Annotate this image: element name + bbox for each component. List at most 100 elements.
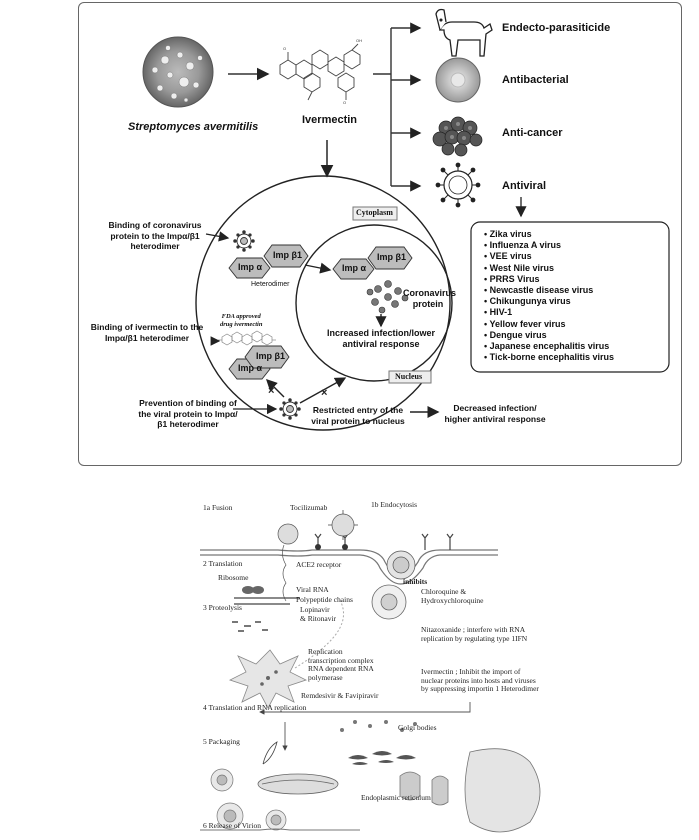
nitazoxanide-note: Nitazoxanide ; interfere with RNA replic… (421, 625, 528, 643)
ivermectin-label: Ivermectin (302, 114, 358, 126)
cancer-cells-icon (432, 116, 483, 157)
virus-item: • West Nile virus (484, 262, 555, 273)
fusion-label: 1a Fusion (203, 503, 233, 512)
ivermectin-structure-icon (279, 43, 361, 101)
use-endecto-parasiticide: Endecto-parasiticide (502, 22, 611, 34)
virus-item: • Yellow fever virus (484, 318, 566, 329)
cytoplasm-label: Cytoplasm (356, 208, 393, 217)
endosome (371, 584, 407, 620)
binding-ivermectin-label: Binding of ivermectin to the Impα/β1 het… (90, 322, 204, 343)
replication-link (294, 599, 344, 669)
polypeptide-label: Polypeptide chains (296, 595, 353, 604)
virus-particle-top (233, 230, 255, 252)
ribosome-label: Ribosome (218, 573, 249, 582)
svg-text:O: O (343, 100, 346, 105)
remdesivir-label: Remdesivir & Favipiravir (301, 691, 379, 700)
golgi-bodies (348, 751, 416, 765)
use-antibacterial: Antibacterial (502, 74, 569, 86)
chloroquine-line-1: Chloroquine & (421, 587, 467, 596)
fda-line-2: drug ivermectin (220, 320, 263, 328)
ace2-receptors (314, 533, 454, 550)
heterodimer-top (228, 244, 309, 279)
nucleus-label-box (388, 370, 432, 384)
endocytosis-label: 1b Endocytosis (371, 500, 418, 509)
coronavirus-protein-label: Coronavirus protein (403, 288, 457, 309)
golgi-vesicles (340, 720, 417, 732)
viral-rna-label: Viral RNA (296, 585, 329, 594)
svg-text:×: × (268, 385, 274, 397)
replication-line-4: polymerase (308, 672, 343, 682)
fda-line-1: FDA approved (221, 313, 261, 320)
virus-particle-bottom (279, 398, 301, 420)
use-antiviral: Antiviral (502, 180, 547, 192)
svg-text:OH: OH (356, 38, 362, 43)
virion-endocytosis (328, 510, 358, 540)
fda-approved-label: FDA approved drug ivermectin (220, 313, 262, 328)
tocilizumab-label: Tocilizumab (290, 503, 328, 512)
decreased-infection-label: Decreased infection/ higher antiviral re… (444, 403, 546, 424)
lopinavir-line-2: & Ritonavir (300, 613, 337, 623)
coronavirus-protein-beads (366, 280, 409, 314)
polypeptide-lines (234, 597, 300, 605)
streptomyces-label: Streptomyces avermitilis (128, 121, 259, 133)
virus-icon (435, 162, 481, 208)
heterodimer-nucleus (332, 246, 413, 280)
imp-alpha-top: Imp α (238, 262, 263, 272)
nucleus-membrane (295, 224, 453, 382)
replication-line-1: Replication (308, 647, 343, 656)
virus-item: • Influenza A virus (484, 240, 562, 251)
bottom-diagram-svg (200, 510, 541, 833)
virus-item: • VEE virus (484, 251, 532, 262)
virus-item: • Chikungunya virus (484, 296, 571, 307)
use-anti-cancer: Anti-cancer (502, 127, 563, 139)
cell-membrane (195, 175, 451, 431)
heterodimer-bottom (228, 345, 290, 380)
translation-label: 2 Translation (203, 559, 243, 568)
nucleus-label: Nucleus (395, 372, 423, 381)
imp-beta-nucleus: Imp β1 (377, 252, 406, 262)
replication-line-3: RNA dependent RNA (308, 664, 374, 674)
virus-item: • Zika virus (484, 229, 532, 239)
proteolysis-label: 3 Proteolysis (203, 603, 242, 612)
increased-infection-label: Increased infection/lower antiviral resp… (326, 328, 436, 349)
antibacterial-plate-icon (435, 57, 481, 103)
prevention-label: Prevention of binding of the viral prote… (138, 398, 238, 429)
virus-item: • Dengue virus (484, 329, 547, 340)
virus-item: • HIV-1 (484, 307, 513, 318)
replication-line-2: transcription complex (308, 655, 374, 665)
imp-alpha-bottom: Imp α (238, 363, 263, 373)
imp-beta-top: Imp β1 (273, 250, 302, 260)
virus-list: • Zika virus • Influenza A virus • VEE v… (484, 229, 614, 363)
imp-alpha-nucleus: Imp α (342, 263, 367, 273)
translation-rna-label: 4 Translation and RNA replication (203, 703, 307, 712)
virus-item: • Tick-borne encephalitis virus (484, 352, 615, 363)
ivermectin-note: Ivermectin ; Inhibit the import of nucle… (421, 667, 539, 694)
restricted-entry-label: Restricted entry of the viral protein to… (311, 405, 405, 426)
virus-list-box (470, 221, 670, 373)
virion-vesicle (386, 550, 416, 580)
imp-beta-bottom: Imp β1 (256, 351, 285, 361)
proteolysis-fragments (232, 621, 268, 632)
virus-item: • Japanese encephalitis virus (484, 341, 610, 352)
ivermectin-drug-icon (218, 330, 276, 346)
cytoplasm-label-box (352, 206, 398, 221)
binding-coronavirus-label: Binding of coronavirus protein to the Im… (108, 220, 202, 251)
replication-label: Replication transcription complex RNA de… (308, 647, 374, 683)
release-label: 6 Release of Virion (203, 821, 261, 830)
svg-text:×: × (321, 387, 327, 399)
packaging-organelle (257, 773, 339, 795)
packaging-label: 5 Packaging (203, 737, 240, 746)
heterodimer-label: Heterodimer (251, 281, 290, 288)
dog-icon (435, 8, 493, 57)
ace2-label: ACE2 receptor (296, 560, 342, 569)
step4-arrow (259, 702, 471, 715)
host-membrane (200, 549, 498, 585)
lopinavir-label: Lopinavir & Ritonavir (300, 605, 337, 623)
endoplasmic-reticulum (399, 748, 541, 833)
inhibits-label: inhibits (403, 577, 428, 586)
er-label: Endoplasmic reticulum (361, 793, 431, 802)
top-figure-panel (78, 2, 682, 466)
golgi-label: Golgi bodies (398, 723, 437, 732)
release-membrane (200, 828, 360, 831)
